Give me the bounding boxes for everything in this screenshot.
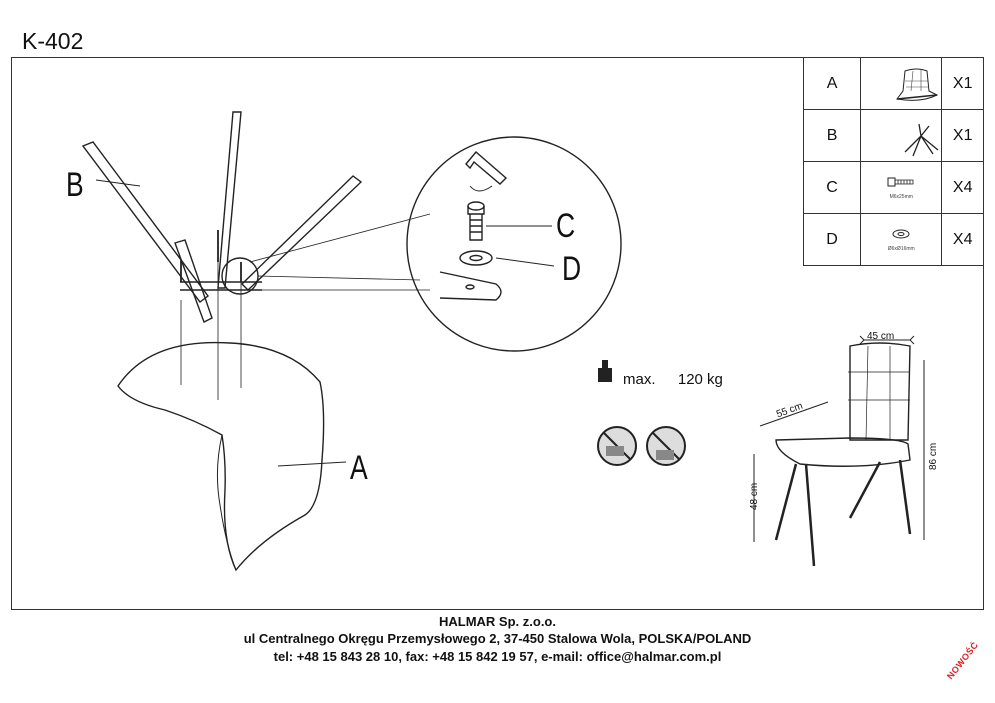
max-load-label: max. (623, 371, 656, 388)
dimension-width: 45 cm (867, 331, 895, 342)
part-quantity: X4 (941, 213, 984, 266)
part-quantity: X4 (941, 161, 984, 214)
parts-table: A X1 B X1 C M6x25mm X4 D (802, 57, 984, 266)
part-caption: M6x25mm (889, 194, 913, 200)
part-caption: Ø6xØ16mm (887, 246, 915, 252)
no-standing-icon (597, 426, 637, 466)
instruction-frame (11, 57, 984, 610)
part-row-c: C M6x25mm X4 (802, 161, 984, 214)
label-b: B (66, 166, 84, 204)
footer-contact: tel: +48 15 843 28 10, fax: +48 15 842 1… (273, 649, 722, 664)
bolt-icon (887, 177, 914, 187)
no-climbing-icon (646, 426, 686, 466)
max-load: max. 120 kg (623, 371, 723, 388)
model-title: K-402 (22, 28, 84, 54)
dimension-height: 86 cm (928, 442, 939, 470)
part-row-b: B X1 (802, 109, 984, 162)
dimension-seat-height: 48 cm (749, 482, 760, 510)
washer-icon (892, 229, 910, 239)
max-load-value: 120 kg (677, 371, 723, 388)
part-letter: B (802, 109, 862, 162)
part-quantity: X1 (941, 109, 984, 162)
chair-legs-frame-icon (860, 109, 943, 162)
label-c: C (556, 207, 576, 245)
weight-icon (598, 360, 612, 382)
label-d: D (562, 250, 582, 288)
footer-address: ul Centralnego Okręgu Przemysłowego 2, 3… (243, 631, 752, 646)
label-a: A (350, 449, 368, 487)
chair-seat-icon (860, 57, 943, 110)
footer-company: HALMAR Sp. z.o.o. (439, 614, 556, 629)
part-row-d: D Ø6xØ16mm X4 (802, 213, 984, 266)
part-letter: D (802, 213, 862, 266)
